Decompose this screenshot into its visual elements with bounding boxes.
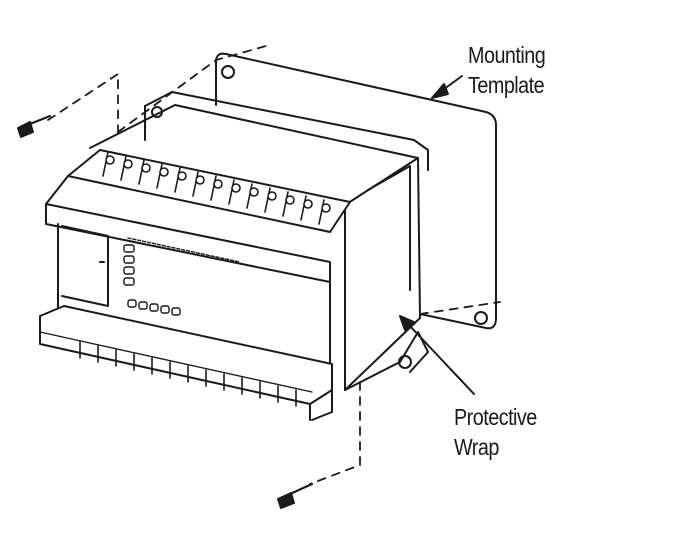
protective-wrap-label-line2: Wrap (454, 434, 499, 460)
top-terminal-block (67, 149, 351, 233)
upper-left-screw (17, 114, 52, 138)
template-bottom-hole (474, 311, 488, 325)
bottom-terminal-block (39, 305, 333, 405)
protective-wrap-label: Protective Wrap (454, 402, 537, 462)
top-terminal-screws (102, 151, 331, 225)
status-led-column (123, 244, 135, 286)
protective-wrap-label-line1: Protective (454, 404, 537, 430)
upper-led-strip (127, 237, 241, 263)
alignment-guides (47, 45, 501, 485)
mounting-template-label-line1: Mounting (468, 42, 546, 68)
mounting-template (215, 52, 497, 330)
template-top-hole (221, 65, 235, 79)
bottom-terminal-screws (79, 341, 297, 407)
wrap-mount-hole (398, 355, 412, 369)
lower-screw (277, 482, 314, 509)
mounting-template-label: Mounting Template (468, 40, 546, 100)
mounting-template-leader (431, 75, 463, 99)
mounting-template-label-line2: Template (468, 72, 545, 98)
protective-wrap (344, 331, 429, 391)
protective-wrap-leader (399, 315, 475, 395)
access-door (61, 225, 109, 307)
status-led-row (127, 299, 181, 316)
controller-body (39, 91, 429, 421)
